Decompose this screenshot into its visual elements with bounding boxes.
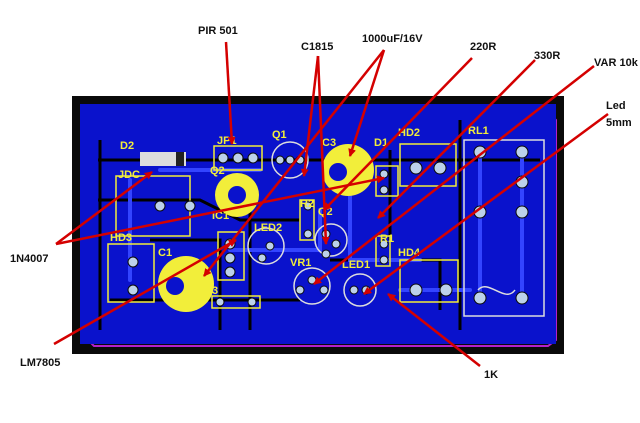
callout-led-line2: 5mm — [606, 117, 632, 129]
callout-pir: PIR 501 — [198, 25, 238, 37]
silk-q2-top: Q2 — [210, 165, 225, 177]
silk-led2: LED2 — [254, 222, 282, 234]
silk-d1: D1 — [374, 137, 388, 149]
callout-330r: 330R — [534, 50, 560, 62]
silk-hd2: HD2 — [398, 127, 420, 139]
callout-capacitor: 1000uF/16V — [362, 33, 423, 45]
callout-1k: 1K — [484, 369, 498, 381]
silk-vr1: VR1 — [290, 257, 311, 269]
silk-c3: C3 — [322, 137, 336, 149]
callout-220r: 220R — [470, 41, 496, 53]
silk-hd4: HD4 — [398, 247, 421, 259]
silk-jdc: JDC — [118, 169, 140, 181]
callout-led-line1: Led — [606, 100, 626, 112]
silk-r1: R1 — [380, 233, 394, 245]
silk-q1: Q1 — [272, 129, 287, 141]
silk-led1: LED1 — [342, 259, 370, 271]
silk-c1: C1 — [158, 247, 172, 259]
silk-hd3: HD3 — [110, 232, 132, 244]
callout-lm7805: LM7805 — [20, 357, 60, 369]
silk-d2: D2 — [120, 140, 134, 152]
silk-r3: R3 — [204, 285, 218, 297]
callout-var10k: VAR 10k — [594, 57, 639, 69]
silk-jp1: JP1 — [217, 135, 237, 147]
callout-labels: PIR 501 C1815 1000uF/16V 220R 330R VAR 1… — [10, 25, 639, 381]
callout-c1815: C1815 — [301, 41, 333, 53]
silk-rl1: RL1 — [468, 125, 489, 137]
annotation-arrows — [53, 41, 609, 367]
silk-r2: R2 — [300, 198, 314, 210]
callout-1n4007: 1N4007 — [10, 253, 49, 265]
